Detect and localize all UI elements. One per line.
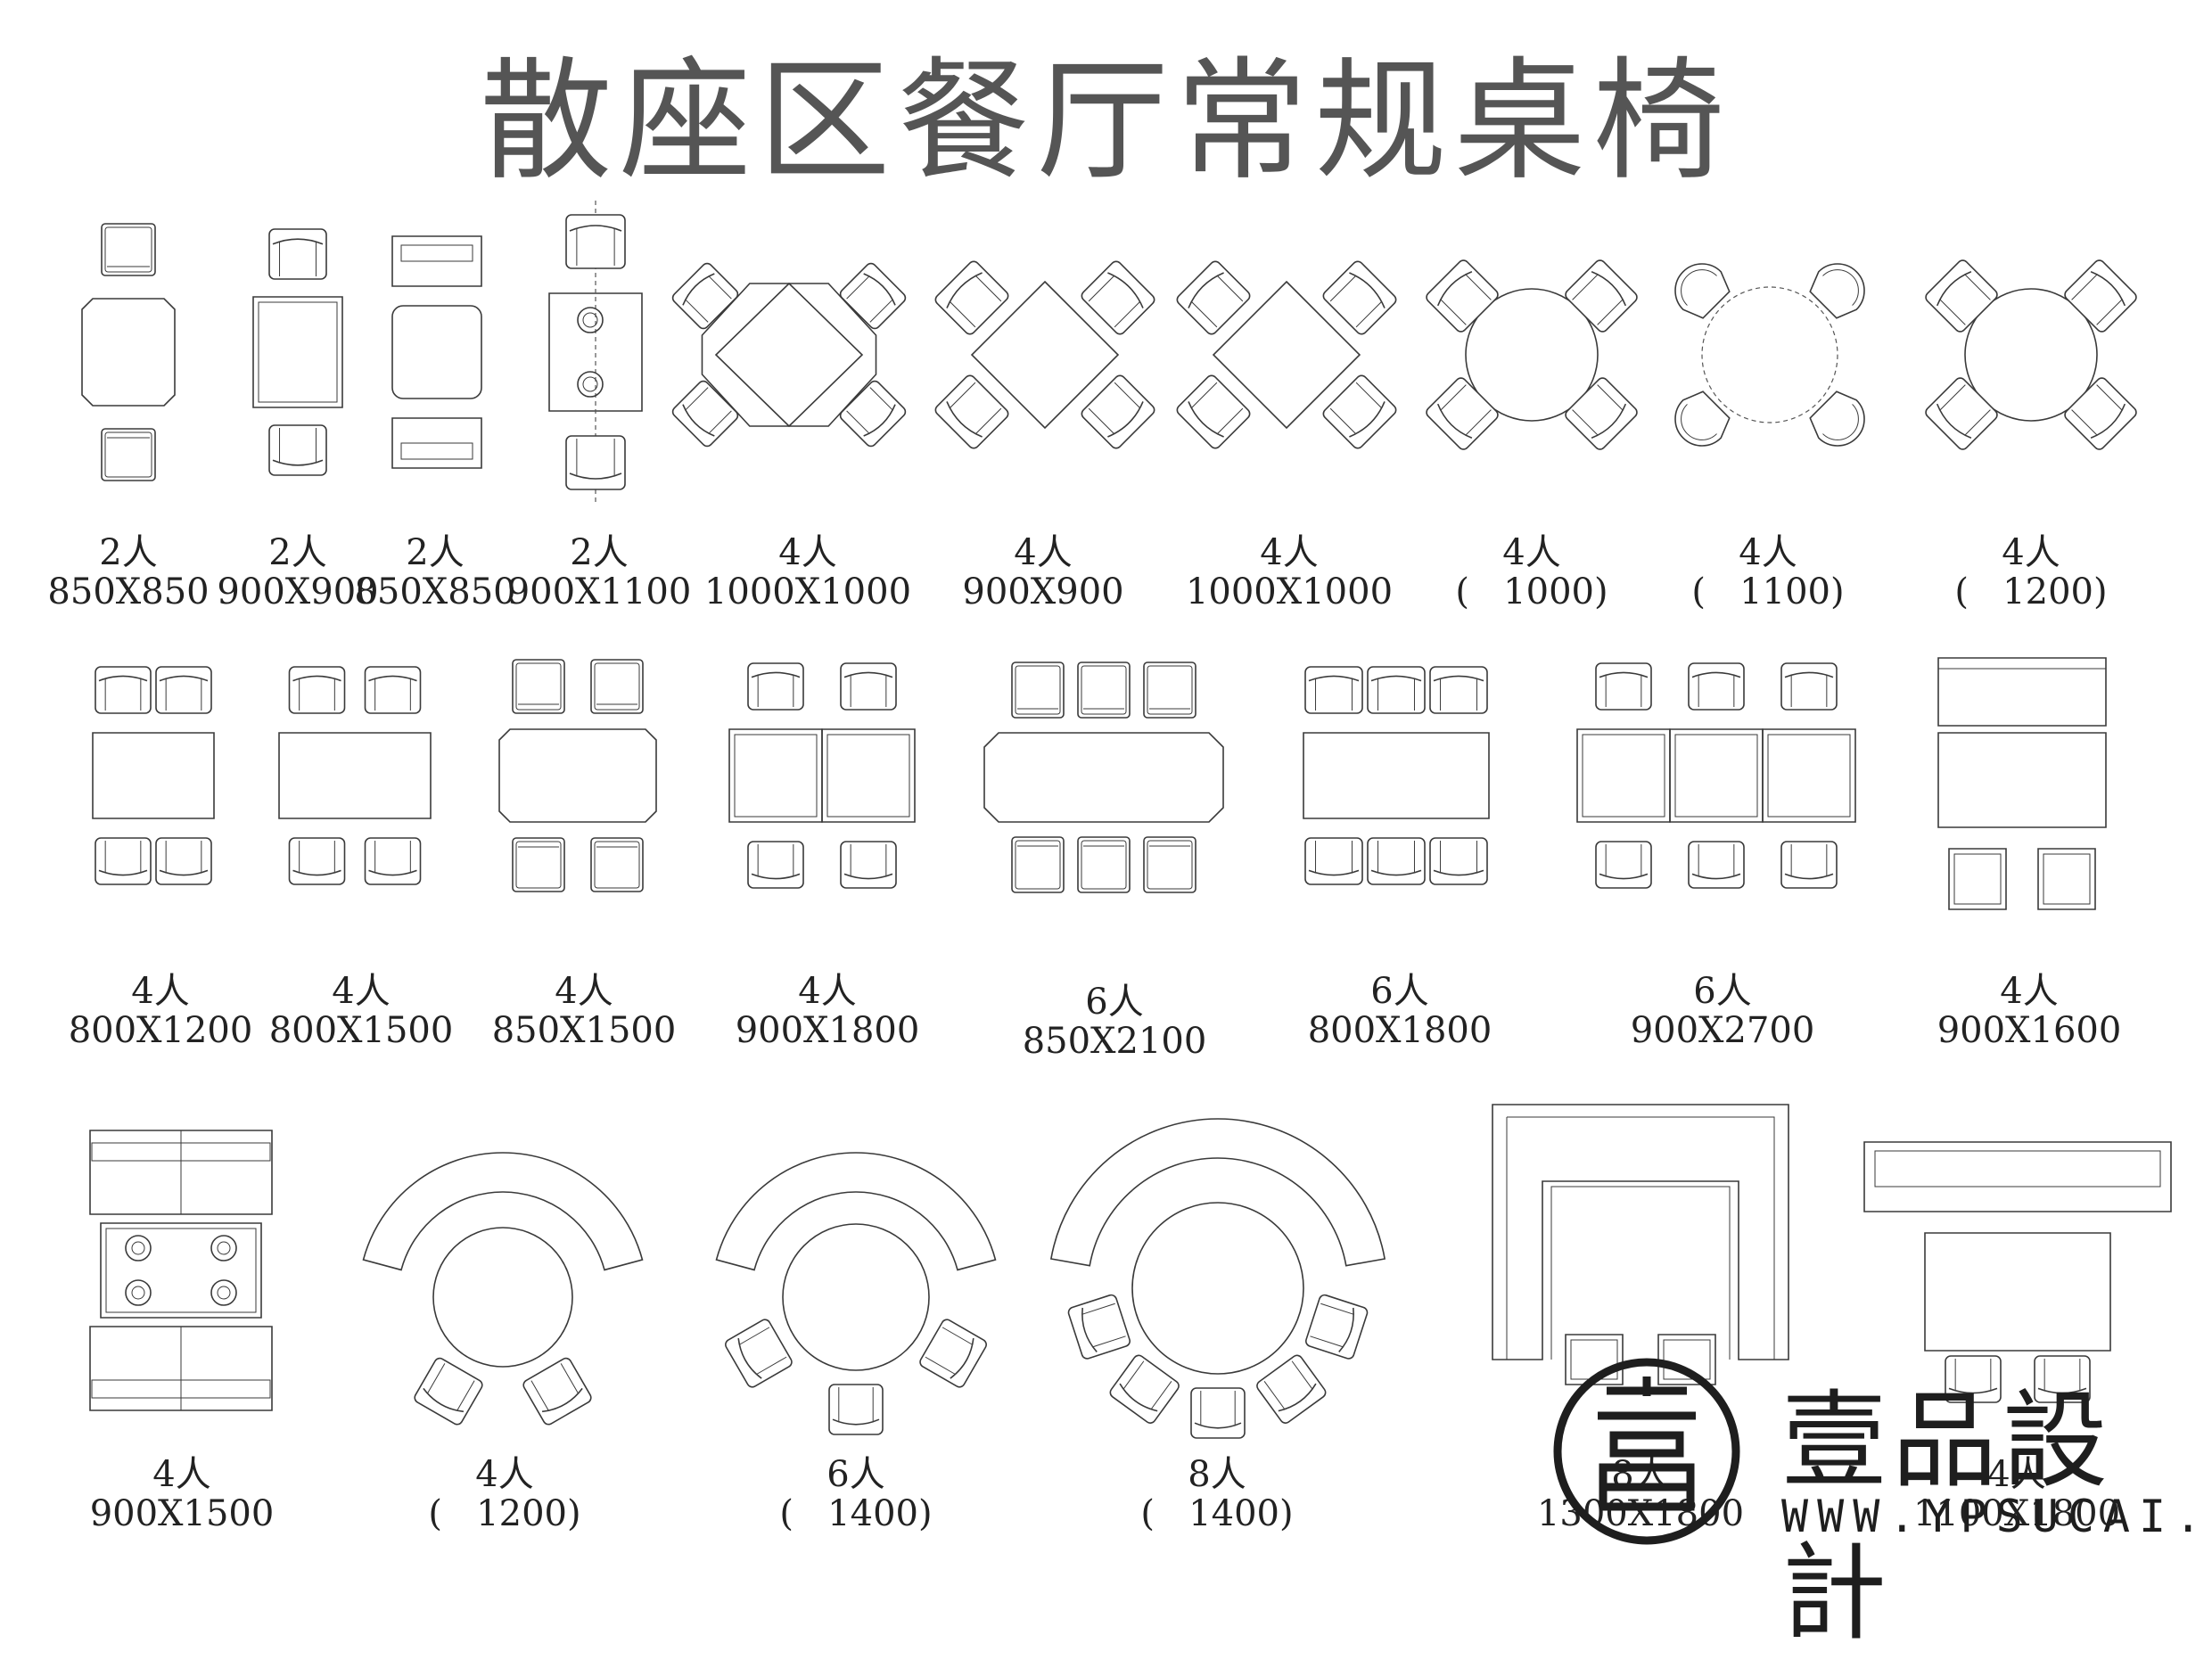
- people-count: 4人: [332, 971, 391, 1012]
- people-count: 4人: [152, 1454, 211, 1495]
- furniture-sofa-booth-4-icon: [90, 1130, 272, 1410]
- furniture-sq-oct-2-icon: [82, 224, 175, 481]
- table-size: ( 1400): [1140, 1493, 1294, 1534]
- furniture-rect-4-icon: [279, 667, 431, 884]
- table-size: 850X850: [354, 571, 516, 612]
- table-size: ( 1100): [1691, 571, 1845, 612]
- logo-seal-icon: [1551, 1337, 2202, 1560]
- furniture-rect-set-2-icon: [549, 201, 642, 504]
- furniture-bench-4-icon: [1864, 1142, 2171, 1402]
- furniture-rect-double-4-icon: [729, 663, 915, 888]
- furniture-rect-triple-6-icon: [1577, 663, 1855, 888]
- table-size: 850X850: [47, 571, 210, 612]
- furniture-booth-4-icon: [1938, 658, 2106, 909]
- page-title: 散座区餐厅常规桌椅: [480, 45, 1732, 198]
- table-size: 900X1100: [506, 571, 692, 612]
- people-count: 4人: [475, 1454, 534, 1495]
- people-count: 6人: [826, 1454, 885, 1495]
- people-count: 4人: [1260, 532, 1319, 573]
- layout-label: 4人( 1200): [1954, 533, 2107, 612]
- furniture-arc-4-icon: [364, 1153, 643, 1426]
- table-size: ( 1200): [428, 1493, 581, 1534]
- furniture-sq-frame-2-icon: [253, 229, 342, 475]
- people-count: 4人: [2002, 532, 2060, 573]
- table-size: 900X1500: [89, 1493, 275, 1534]
- table-size: ( 1200): [1954, 571, 2108, 612]
- table-size: 900X900: [217, 571, 379, 612]
- people-count: 6人: [1693, 971, 1752, 1012]
- people-count: 4人: [1987, 1454, 2046, 1495]
- furniture-sq-sofa-2-icon: [392, 236, 481, 468]
- furniture-rect-4-icon: [93, 667, 214, 884]
- people-count: 2人: [406, 532, 465, 573]
- table-size: 800X1200: [68, 1010, 253, 1051]
- furniture-arc-8-icon: [1051, 1119, 1385, 1438]
- people-count: 2人: [570, 532, 629, 573]
- people-count: 6人: [1085, 982, 1144, 1023]
- furniture-arc-6-icon: [717, 1153, 996, 1434]
- table-size: 900X1600: [1937, 1010, 2122, 1051]
- table-size: 800X1500: [268, 1010, 454, 1051]
- table-size: ( 1000): [1455, 571, 1608, 612]
- table-size: 1100X1800: [1912, 1493, 2121, 1534]
- table-size: 1000X1000: [703, 571, 912, 612]
- layout-label: 4人( 1100): [1691, 533, 1844, 612]
- furniture-rect-oct-6-icon: [984, 662, 1223, 892]
- people-count: 6人: [1370, 971, 1429, 1012]
- layout-label: 4人( 1200): [428, 1455, 580, 1533]
- table-size: 900X2700: [1630, 1010, 1815, 1051]
- furniture-round-4-icon: [1425, 259, 1640, 452]
- table-size: 850X2100: [1022, 1021, 1207, 1062]
- furniture-rect-oct-4-icon: [499, 660, 656, 892]
- furniture-round-bucket-4-icon: [1665, 253, 1876, 457]
- people-count: 4人: [778, 532, 837, 573]
- table-size: 900X900: [962, 571, 1124, 612]
- table-size: ( 1400): [779, 1493, 933, 1534]
- people-count: 4人: [555, 971, 613, 1012]
- people-count: 4人: [1739, 532, 1797, 573]
- drawing-sheet: [0, 0, 2212, 1564]
- table-size: 800X1800: [1307, 1010, 1492, 1051]
- furniture-diamond-4-icon: [1175, 259, 1398, 450]
- furniture-round-4-icon: [1924, 259, 2139, 452]
- furniture-oct-diamond-4-icon: [670, 261, 908, 448]
- people-count: 4人: [798, 971, 857, 1012]
- furniture-rect-6-icon: [1303, 667, 1489, 884]
- people-count: 4人: [2000, 971, 2059, 1012]
- people-count: 2人: [99, 532, 158, 573]
- layout-label: 6人( 1400): [779, 1455, 932, 1533]
- people-count: 8人: [1188, 1454, 1246, 1495]
- table-size: 900X1800: [735, 1010, 920, 1051]
- people-count: 4人: [1502, 532, 1561, 573]
- layout-label: 8人( 1400): [1140, 1455, 1293, 1533]
- people-count: 4人: [1014, 532, 1073, 573]
- logo-url: WWW.YPSUCAI.COM: [1781, 1491, 2212, 1542]
- people-count: 4人: [131, 971, 190, 1012]
- table-size: 850X1500: [491, 1010, 677, 1051]
- furniture-diamond-4-icon: [933, 259, 1156, 450]
- people-count: 2人: [268, 532, 327, 573]
- table-size: 1000X1000: [1185, 571, 1394, 612]
- layout-label: 4人( 1000): [1455, 533, 1608, 612]
- furniture-u-booth-8-icon: [1492, 1105, 1789, 1385]
